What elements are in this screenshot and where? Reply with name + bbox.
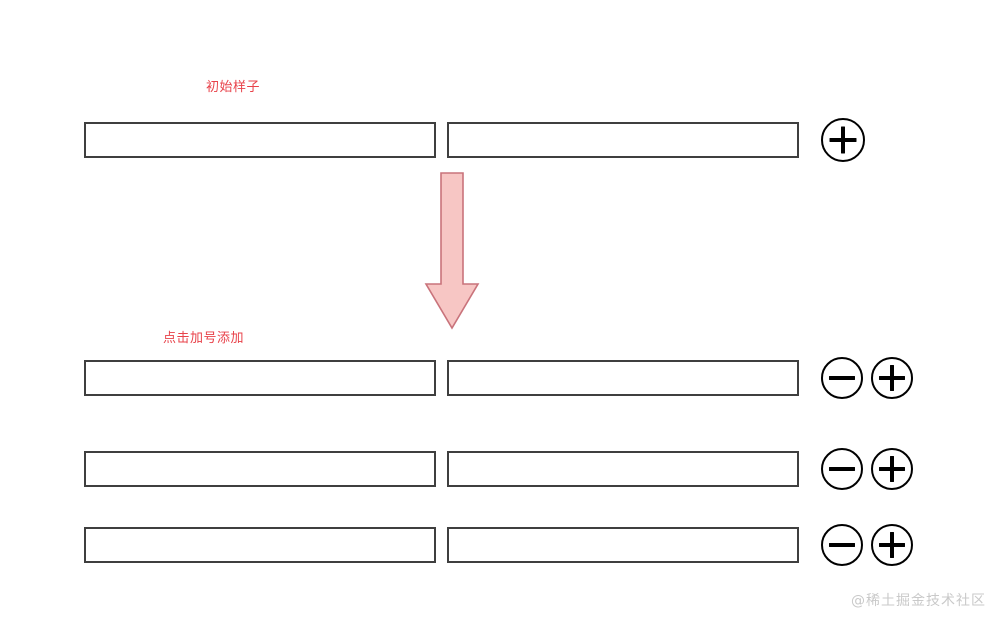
row-3-left-input[interactable] <box>84 451 436 487</box>
remove-icon[interactable] <box>821 357 863 399</box>
row-4-left-input[interactable] <box>84 527 436 563</box>
row-1-right-input[interactable] <box>447 122 799 158</box>
add-icon[interactable] <box>821 118 865 162</box>
row-1-left-input[interactable] <box>84 122 436 158</box>
after-click-label: 点击加号添加 <box>163 331 245 346</box>
add-icon[interactable] <box>871 448 913 490</box>
row-2-right-input[interactable] <box>447 360 799 396</box>
remove-icon[interactable] <box>821 448 863 490</box>
form-row-initial <box>84 118 865 162</box>
remove-icon[interactable] <box>821 524 863 566</box>
form-row <box>84 357 913 399</box>
row-3-right-input[interactable] <box>447 451 799 487</box>
row-4-right-input[interactable] <box>447 527 799 563</box>
watermark: @稀土掘金技术社区 <box>851 593 986 609</box>
row-2-left-input[interactable] <box>84 360 436 396</box>
form-row <box>84 448 913 490</box>
down-arrow-icon <box>422 172 482 330</box>
add-icon[interactable] <box>871 357 913 399</box>
add-icon[interactable] <box>871 524 913 566</box>
form-row <box>84 524 913 566</box>
initial-state-label: 初始样子 <box>206 80 261 95</box>
